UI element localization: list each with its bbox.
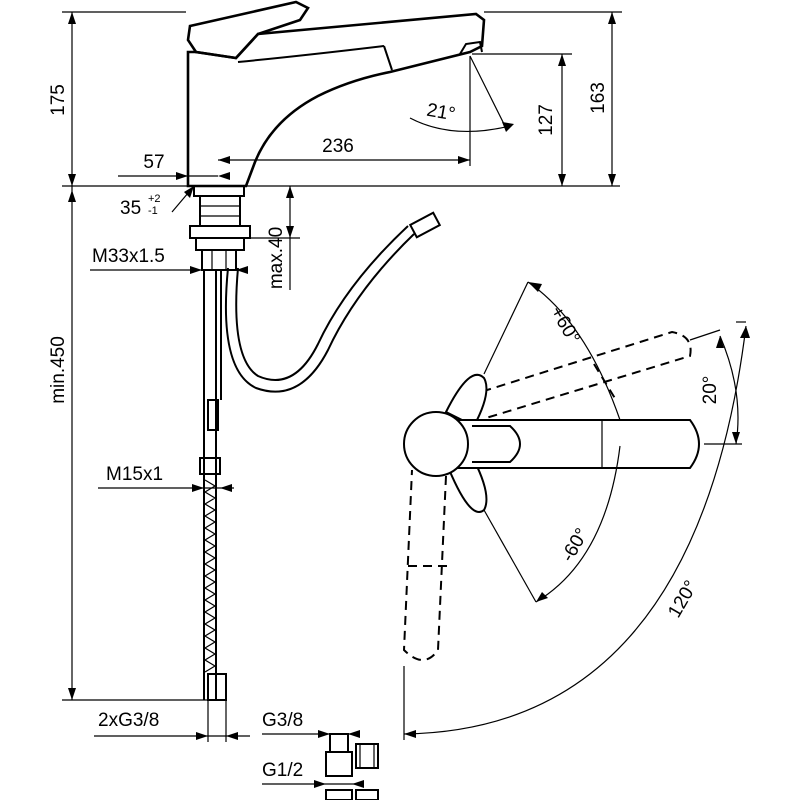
height-outlet-label: 127 <box>536 104 557 136</box>
dim-57: 57 <box>118 150 230 186</box>
pull-out-hose <box>225 211 442 393</box>
lever-tilt-label: 20° <box>700 376 721 405</box>
spout-swivel-label: 120° <box>664 577 702 622</box>
hole-diameter-label: 35 <box>120 198 141 219</box>
lever-up-label: +60° <box>546 303 584 348</box>
connection-g12-label: G1/2 <box>262 760 303 781</box>
connection-pair-label: 2xG3/8 <box>98 710 159 731</box>
lever-down-label: -60° <box>557 525 593 566</box>
faucet-top-view <box>402 330 700 661</box>
dim-g38: G3/8 <box>262 710 360 738</box>
dim-127: 127 <box>472 53 572 186</box>
mounting-assembly <box>189 185 251 271</box>
max-thickness-label: max.40 <box>266 227 287 289</box>
thread-hose-label: M15x1 <box>106 464 163 485</box>
connection-g38-label: G3/8 <box>262 710 303 731</box>
dim-outlet-angle: 21° <box>409 55 514 133</box>
hole-tolerance-plus: +2 <box>148 193 161 205</box>
faucet-side-view <box>186 0 486 188</box>
thread-body-label: M33x1.5 <box>92 246 165 267</box>
dim-g12: G1/2 <box>262 760 364 788</box>
min-hose-label: min.450 <box>48 336 69 404</box>
outlet-angle-label: 21° <box>425 100 457 126</box>
dim-plus20: 20° <box>689 329 742 445</box>
connector-fittings <box>325 733 379 800</box>
dim-minus60: -60° <box>483 445 621 603</box>
dim-175: 175 <box>48 11 186 186</box>
height-total-label: 175 <box>48 84 69 116</box>
height-spout-label: 163 <box>588 82 609 114</box>
dim-plus60: +60° <box>483 281 621 421</box>
dim-2xg38: 2xG3/8 <box>94 700 250 742</box>
dim-163: 163 <box>484 11 622 186</box>
dim-m15: M15x1 <box>98 464 234 492</box>
dim-max40: max.40 <box>246 186 300 290</box>
base-width-label: 57 <box>143 152 164 173</box>
dim-35: 35 +2 -1 <box>120 185 195 219</box>
dim-m33: M33x1.5 <box>90 246 248 274</box>
dim-min450: min.450 <box>48 186 210 701</box>
hole-tolerance-minus: -1 <box>148 205 158 217</box>
spout-reach-label: 236 <box>322 136 354 157</box>
supply-hoses <box>199 270 227 701</box>
dim-236: 236 <box>218 56 471 166</box>
